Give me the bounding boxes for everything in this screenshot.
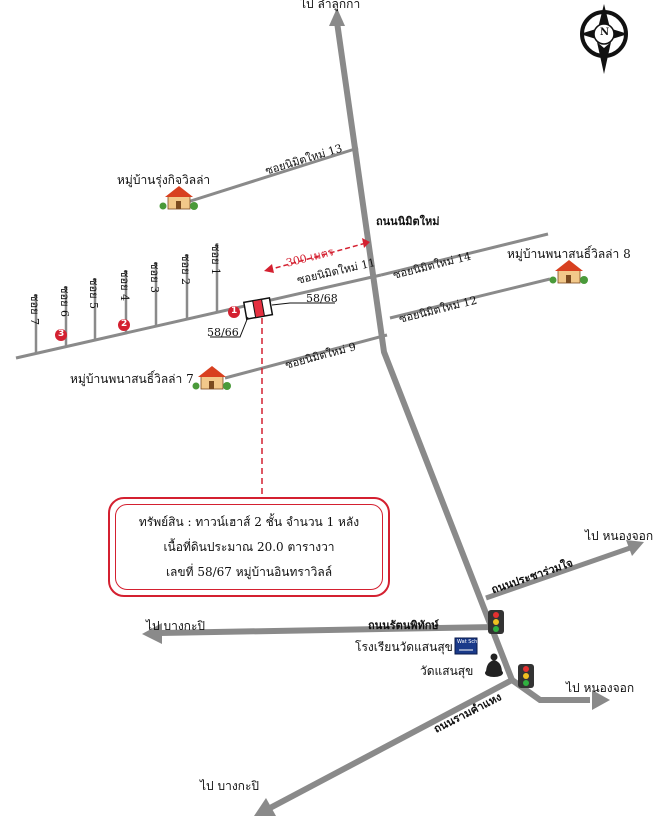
property-address: เลขที่ 58/67 หมู่บ้านอินทราวิลล์	[165, 564, 333, 579]
east-upper-arrow-head	[626, 540, 644, 556]
school-icon	[454, 637, 478, 655]
village-villa8: หมู่บ้านพนาสนธิ์วิลล่า 8	[507, 247, 631, 261]
temple-label: วัดแสนสุข	[420, 664, 474, 678]
southwest-arrow-head	[254, 798, 276, 816]
soi-nimit9-road	[224, 333, 388, 380]
ramkhamhaeng-road	[268, 677, 514, 811]
house-icon	[549, 260, 588, 284]
distance-dimension	[267, 242, 367, 271]
property-type: ทรัพย์สิน : ทาวน์เฮาส์ 2 ชั้น จำนวน 1 หล…	[138, 514, 360, 529]
east-lower-arrow-head	[592, 690, 610, 710]
destination-north: ไป ลำลูกกา	[300, 0, 361, 11]
destination-west-upper: ไป บางกะปิ	[146, 619, 206, 633]
main-road	[334, 21, 515, 682]
west-upper-arrow-head	[142, 623, 162, 644]
soi-branch-2: ซอย 2	[179, 254, 192, 286]
destination-southwest: ไป บางกะปิ	[200, 779, 260, 793]
traffic-light-icon	[488, 610, 504, 634]
temple-icon	[485, 653, 503, 677]
north-arrow-head	[329, 8, 345, 26]
soi-nimit13-road	[177, 146, 359, 207]
soi-nimit11-road	[15, 273, 382, 360]
village-villa7: หมู่บ้านพนาสนธิ์วิลล่า 7	[70, 372, 194, 386]
property-area: เนื้อที่ดินประมาณ 20.0 ตารางวา	[163, 539, 335, 554]
soi-nimit14-road	[380, 232, 549, 277]
school-sign-text: Wat School	[457, 639, 485, 645]
property-info-box: ทรัพย์สิน : ทาวน์เฮาส์ 2 ชั้น จำนวน 1 หล…	[108, 497, 390, 597]
road-label-ratphatthana: ถนนรัตนพิทักษ์	[368, 619, 439, 632]
soi-branch-7: ซอย 7	[28, 294, 41, 326]
village-rungkij: หมู่บ้านรุ่งกิจวิลล่า	[117, 173, 211, 187]
prachacharuam-road	[485, 545, 631, 601]
property-plot	[242, 296, 274, 320]
soi-branch-3: ซอย 3	[148, 262, 161, 294]
marker-1-label: 1	[231, 306, 238, 316]
destination-east-lower: ไป หนองจอก	[566, 681, 635, 695]
house-icon	[192, 366, 231, 390]
soi-branch-4: ซอย 4	[118, 270, 131, 302]
destination-east-upper: ไป หนองจอก	[585, 529, 654, 543]
soi-branch-6: ซอย 6	[58, 286, 71, 318]
marker-3-label: 3	[58, 329, 65, 339]
marker-3	[55, 329, 67, 341]
property-info-inner: ทรัพย์สิน : ทาวน์เฮาส์ 2 ชั้น จำนวน 1 หล…	[115, 504, 383, 590]
road-label-main: ถนนนิมิตใหม่	[376, 215, 440, 228]
school-label: โรงเรียนวัดแสนสุข	[355, 640, 453, 654]
house-icon	[159, 186, 198, 210]
marker-1	[228, 306, 240, 318]
soi-branch-5: ซอย 5	[87, 278, 100, 310]
plot-right-number: 58/68	[306, 292, 338, 305]
compass-letter: N	[600, 27, 610, 38]
marker-2	[118, 319, 130, 331]
compass-icon	[580, 4, 628, 74]
soi-branch-1: ซอย 1	[209, 244, 222, 276]
marker-2-label: 2	[121, 319, 128, 329]
soi-nimit12-road	[389, 277, 551, 320]
ratphatthana-road	[159, 624, 497, 636]
plot-left-number: 58/66	[207, 326, 239, 339]
traffic-light-icon	[518, 664, 534, 688]
